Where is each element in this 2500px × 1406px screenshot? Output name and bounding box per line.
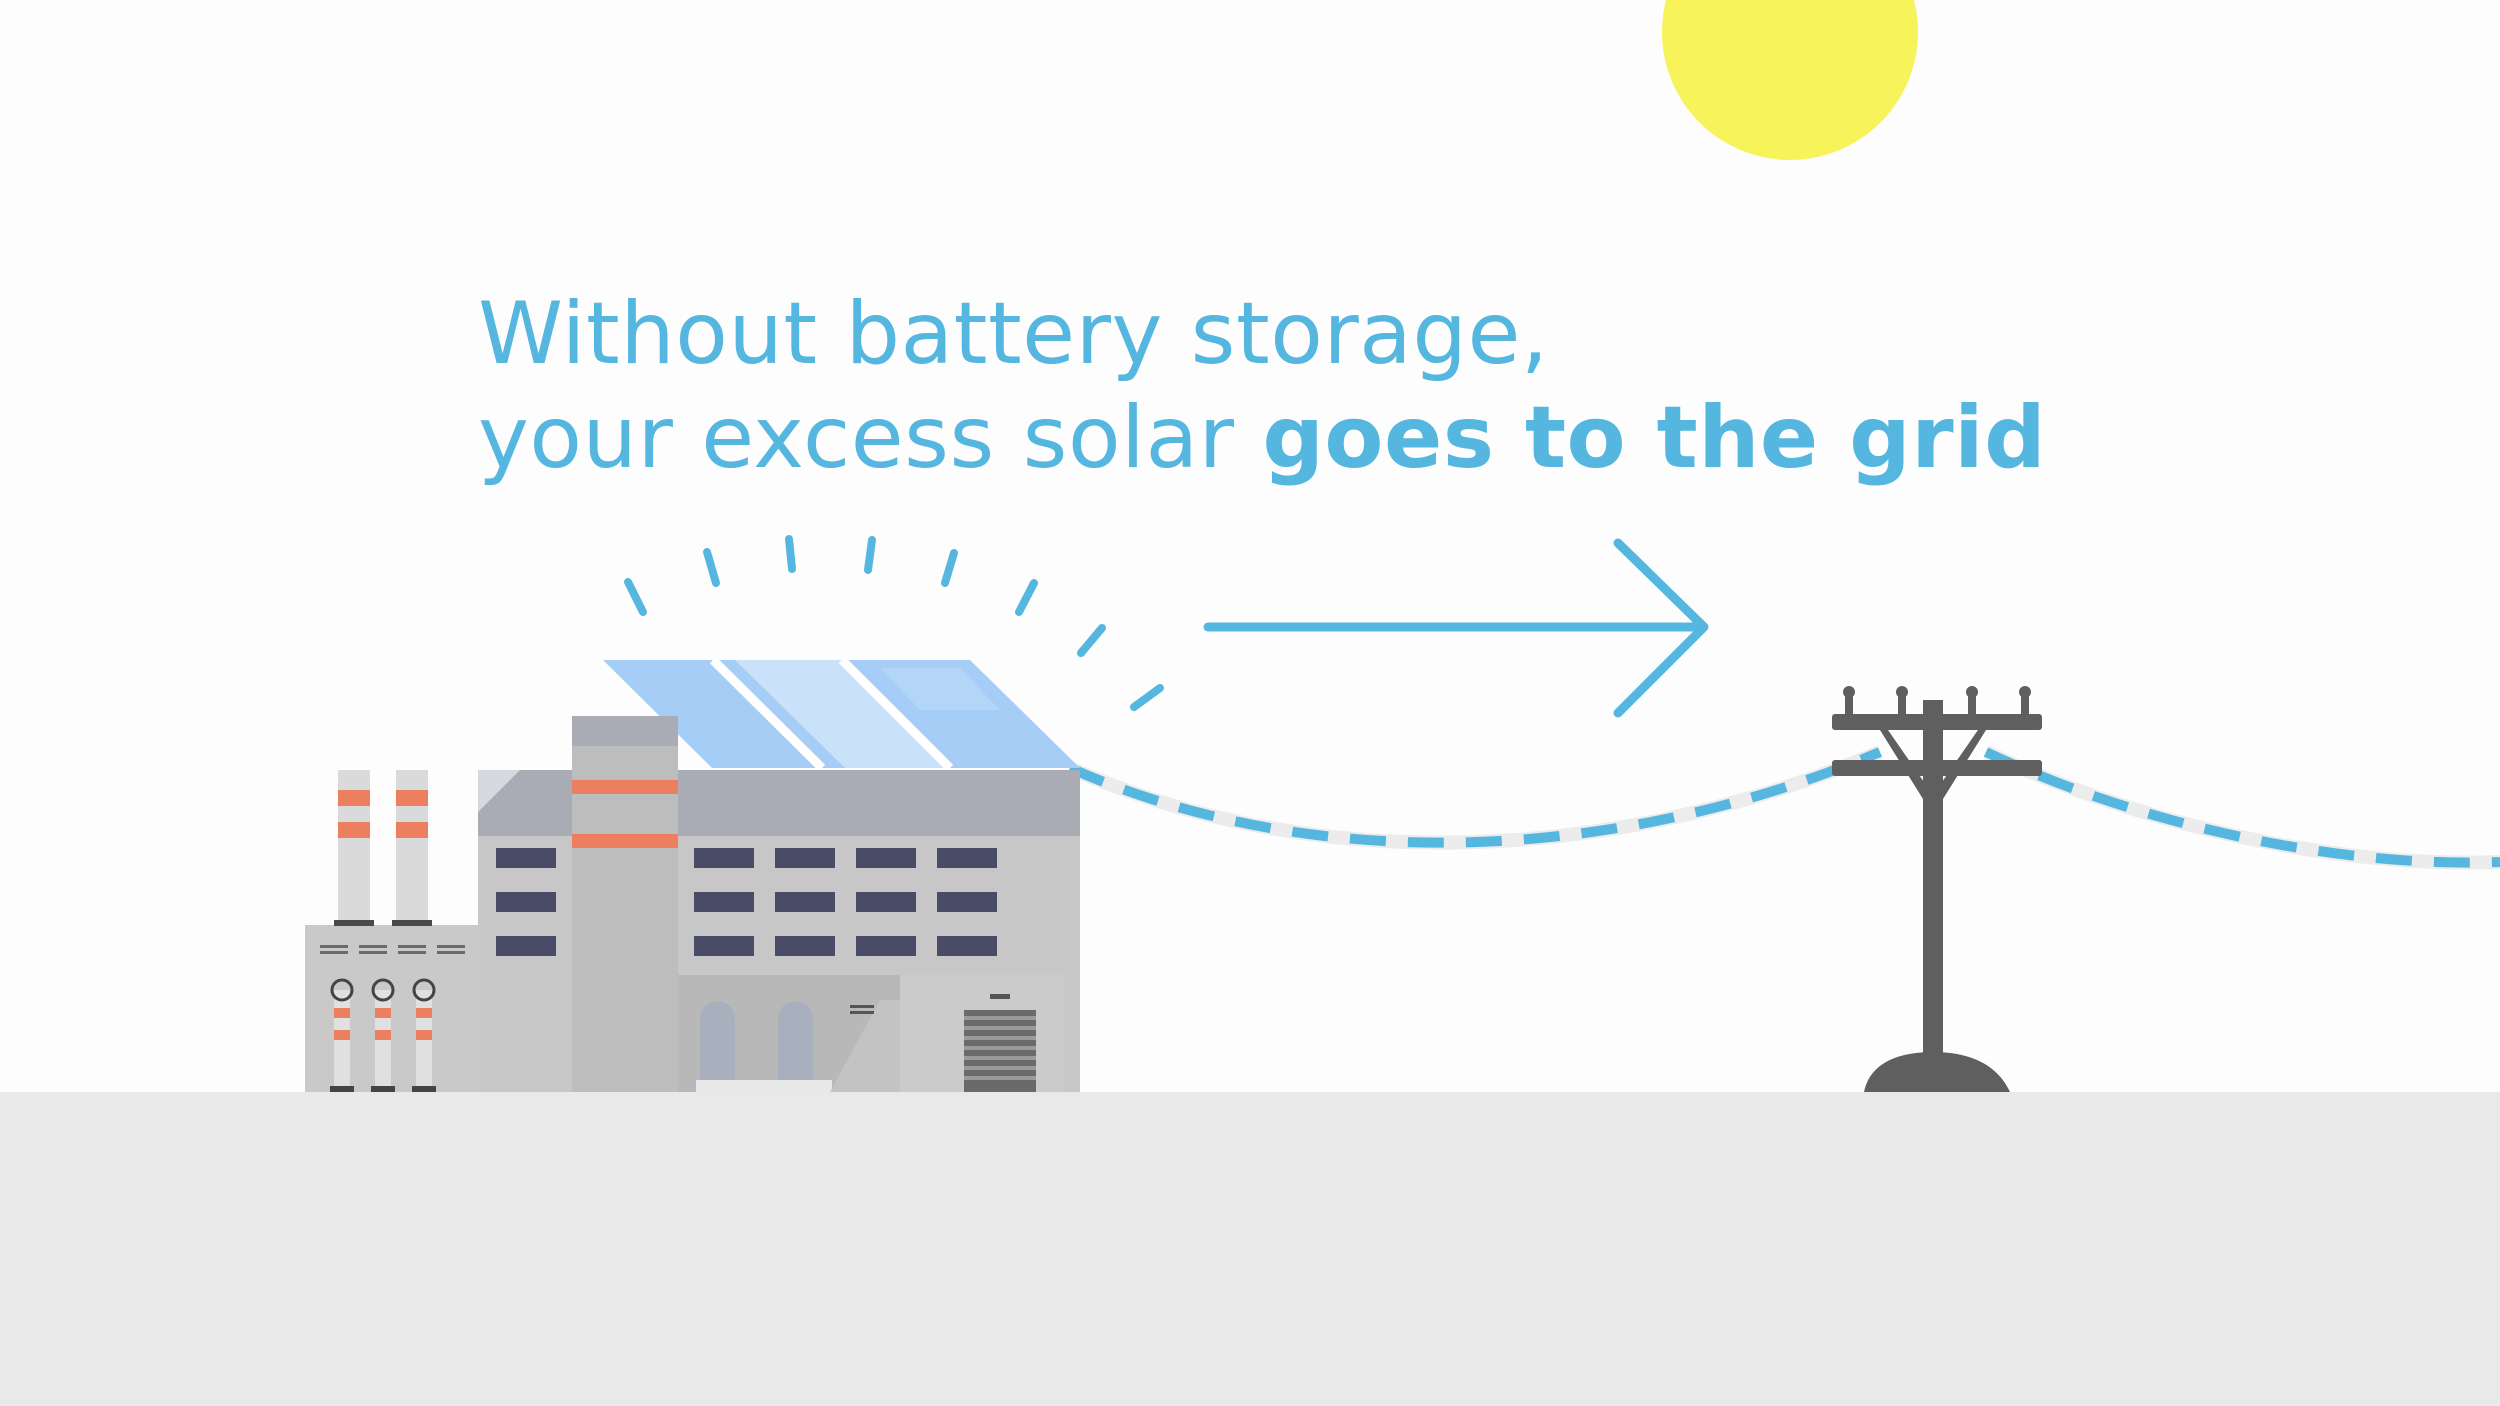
- sparkle-rays-icon: [624, 535, 1164, 711]
- caption-line-2-regular: your excess solar: [478, 388, 1263, 488]
- sun-icon: [1662, 0, 1918, 160]
- arrow-right-icon: [1203, 538, 1709, 718]
- power-line: [1067, 745, 2500, 870]
- headline-caption: Without battery storage, your excess sol…: [478, 282, 2046, 490]
- caption-line-2: your excess solar goes to the grid: [478, 386, 2046, 490]
- utility-pole-icon: [1832, 686, 2042, 1092]
- caption-line-2-bold: goes to the grid: [1262, 388, 2047, 488]
- ground: [0, 1092, 2500, 1406]
- caption-line-1: Without battery storage,: [478, 284, 1549, 384]
- solar-factory-icon: [305, 656, 1080, 1092]
